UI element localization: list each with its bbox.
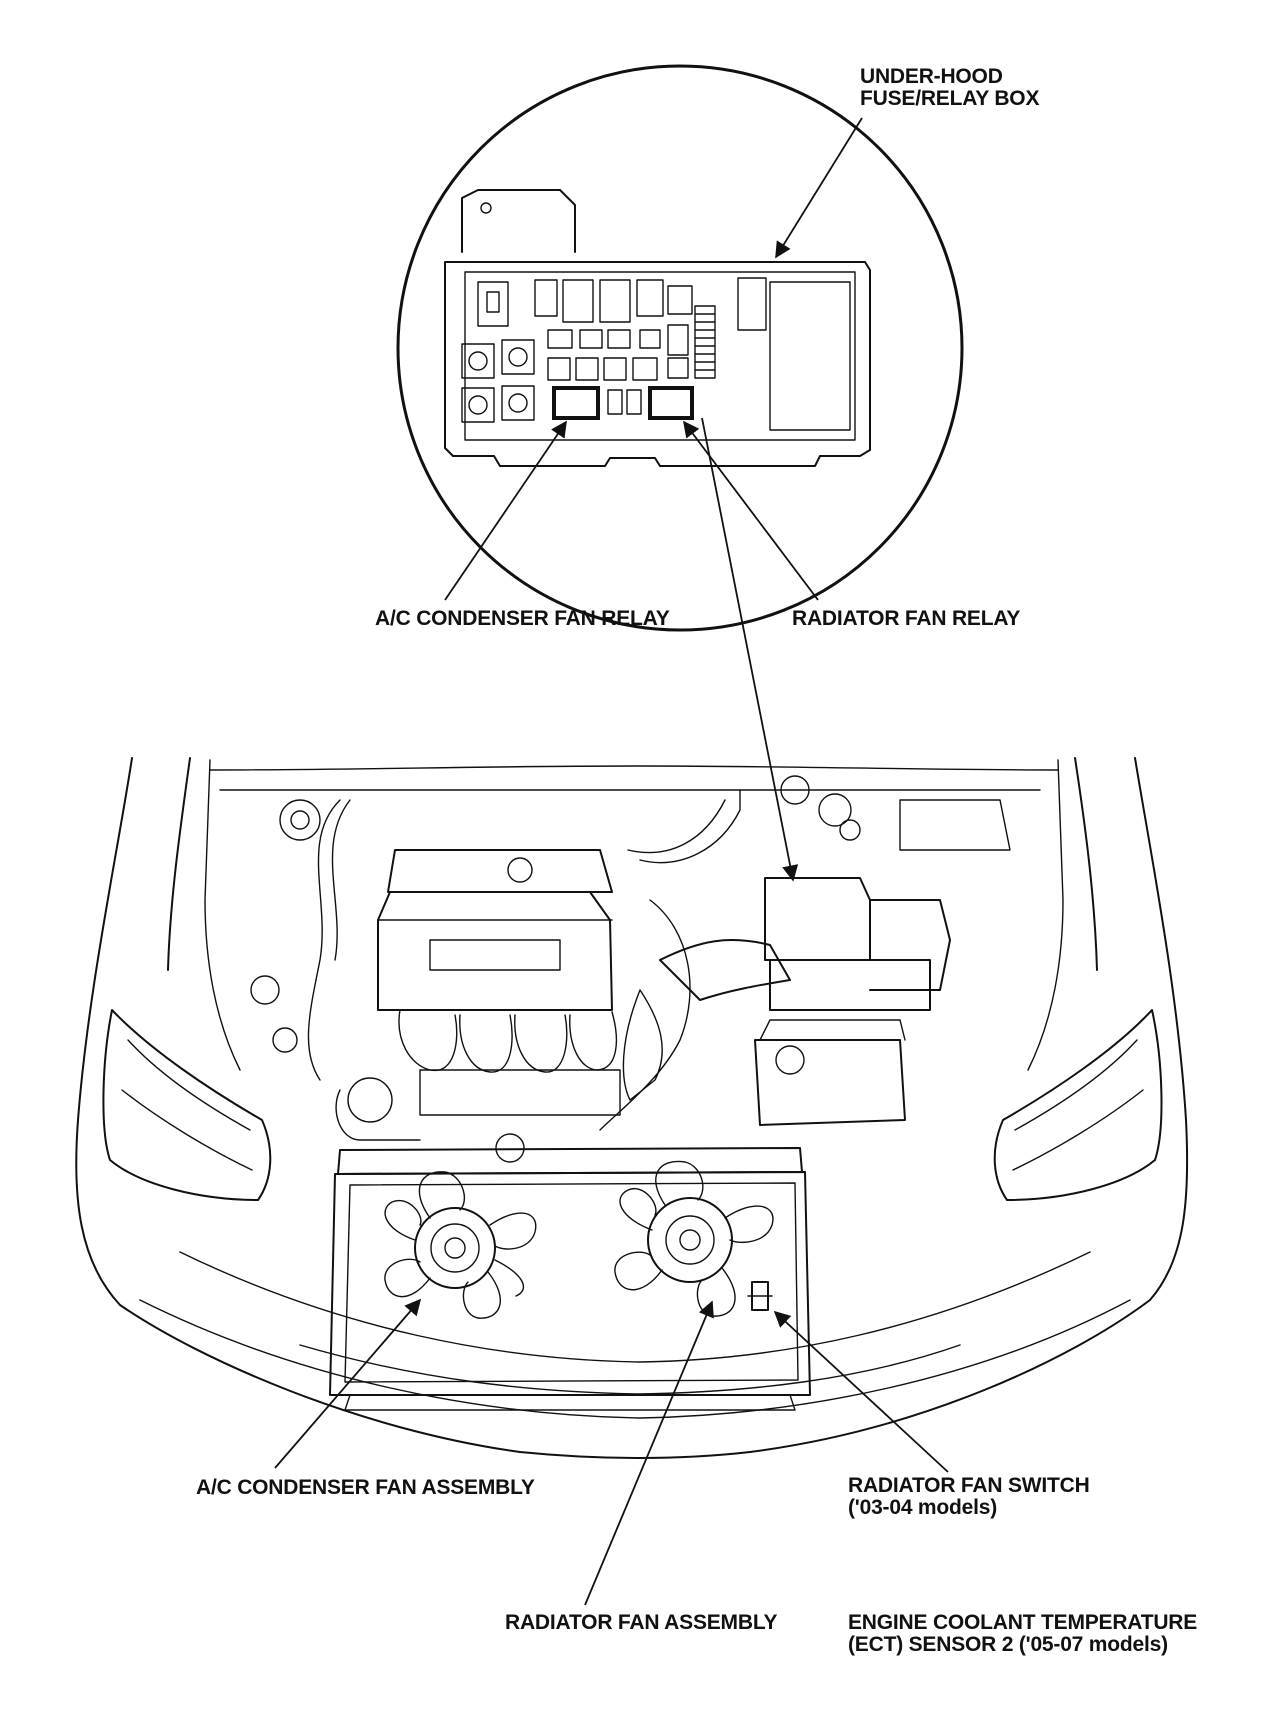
headlights	[102, 1009, 1163, 1201]
radiator-fan-relay-label: RADIATOR FAN RELAY	[792, 607, 1021, 630]
radiator-and-fans	[329, 1133, 811, 1411]
ac-condenser-fan-relay-label: A/C CONDENSER FAN RELAY	[375, 607, 670, 630]
ac-fan-blades	[384, 1171, 537, 1319]
radiator-fan-assembly-label: RADIATOR FAN ASSEMBLY	[505, 1611, 778, 1634]
detail-circle	[396, 64, 964, 632]
leader-lines	[274, 117, 949, 1606]
radiator-fan-switch-label: RADIATOR FAN SWITCH ('03-04 models)	[848, 1474, 1090, 1519]
engine-block	[250, 775, 1011, 1141]
ac-condenser-fan-assembly-label: A/C CONDENSER FAN ASSEMBLY	[196, 1476, 535, 1499]
fuse-relay-box	[444, 189, 871, 467]
ect-sensor-label: ENGINE COOLANT TEMPERATURE (ECT) SENSOR …	[848, 1611, 1198, 1656]
radiator-fan-blades	[614, 1160, 774, 1317]
fuse-box-label: UNDER-HOOD FUSE/RELAY BOX	[860, 65, 1040, 110]
